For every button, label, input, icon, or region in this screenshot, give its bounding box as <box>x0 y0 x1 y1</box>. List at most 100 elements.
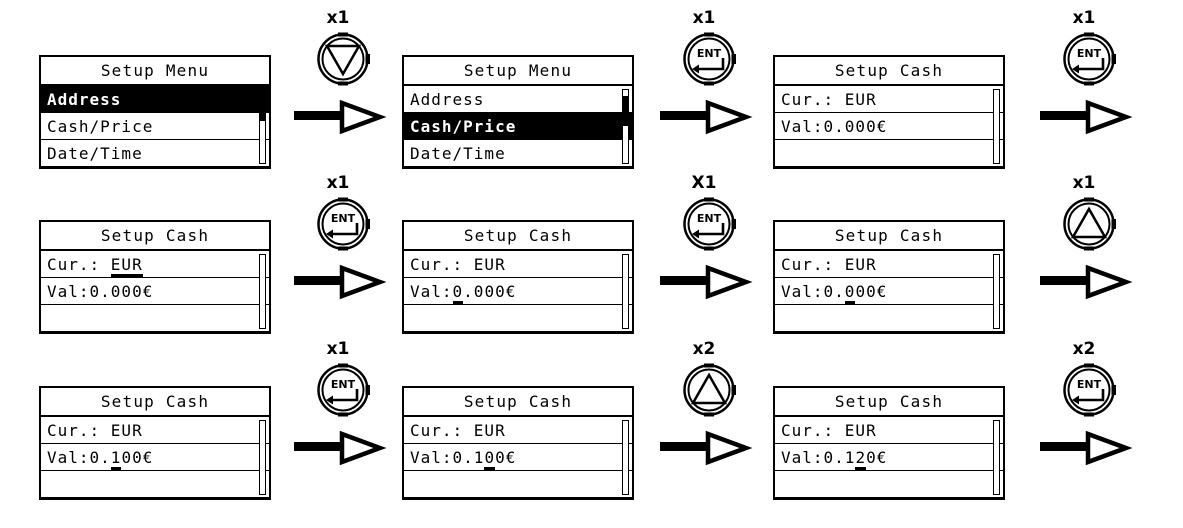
lcd-row[interactable]: Cash/Price <box>41 113 269 140</box>
enter-button-icon[interactable]: ENT <box>682 32 736 86</box>
lcd-row-selected[interactable]: Address <box>41 86 269 113</box>
lcd-row[interactable]: Cur.: EUR <box>41 251 269 278</box>
press-count-label: x2 <box>692 339 716 359</box>
lcd-row[interactable]: Val:0.000€ <box>775 278 1003 305</box>
action-step-7: x1 ENT <box>286 339 390 504</box>
lcd-row[interactable]: Cur.: EUR <box>404 251 632 278</box>
flow-arrow-icon <box>660 99 753 135</box>
lcd-row-empty[interactable] <box>404 305 632 332</box>
lcd-title: Setup Menu <box>404 57 632 86</box>
lcd-scrollbar[interactable] <box>622 89 629 164</box>
lcd-row[interactable]: Date/Time <box>41 140 269 167</box>
lcd-row-selected[interactable]: Cash/Price <box>404 113 632 140</box>
cursor-underline: 0 <box>844 282 856 304</box>
svg-text:ENT: ENT <box>697 47 722 60</box>
lcd-row-empty[interactable] <box>404 471 632 498</box>
flow-arrow-icon <box>294 99 387 135</box>
lcd-scrollbar[interactable] <box>993 89 1000 164</box>
arrow-down-button-icon[interactable] <box>316 32 370 86</box>
lcd-scrollbar-thumb[interactable] <box>623 95 628 127</box>
lcd-row[interactable]: Cur.: EUR <box>775 251 1003 278</box>
lcd-title: Setup Cash <box>41 388 269 417</box>
lcd-scrollbar[interactable] <box>622 254 629 329</box>
svg-text:ENT: ENT <box>1077 47 1102 60</box>
enter-button-icon[interactable]: ENT <box>316 197 370 251</box>
lcd-row[interactable]: Val:0.000€ <box>775 113 1003 140</box>
lcd-row[interactable]: Val:0.100€ <box>41 444 269 471</box>
press-count-label: x1 <box>326 173 350 193</box>
lcd-row-empty[interactable] <box>775 140 1003 167</box>
lcd-row[interactable]: Cur.: EUR <box>775 417 1003 444</box>
lcd-row[interactable]: Date/Time <box>404 140 632 167</box>
action-step-9: x2 ENT <box>1032 339 1136 504</box>
lcd-title: Setup Cash <box>775 222 1003 251</box>
action-step-8: x2 <box>652 339 756 504</box>
press-count-label: x1 <box>692 8 716 28</box>
enter-button-icon[interactable]: ENT <box>316 363 370 417</box>
lcd-scrollbar[interactable] <box>259 420 266 495</box>
lcd-row-empty[interactable] <box>775 471 1003 498</box>
cursor-underline: 0 <box>484 448 496 470</box>
lcd-row[interactable]: Address <box>404 86 632 113</box>
svg-text:ENT: ENT <box>697 212 722 225</box>
arrow-up-button-icon[interactable] <box>1062 197 1116 251</box>
lcd-row[interactable]: Cur.: EUR <box>775 86 1003 113</box>
enter-button-icon[interactable]: ENT <box>1062 32 1116 86</box>
svg-text:ENT: ENT <box>1077 378 1102 391</box>
flow-arrow-icon <box>1040 264 1133 300</box>
lcd-title: Setup Cash <box>404 222 632 251</box>
svg-text:ENT: ENT <box>331 212 356 225</box>
lcd-title: Setup Cash <box>775 57 1003 86</box>
flow-arrow-icon <box>1040 99 1133 135</box>
enter-button-icon[interactable]: ENT <box>1062 363 1116 417</box>
lcd-row-empty[interactable] <box>775 305 1003 332</box>
lcd-title: Setup Menu <box>41 57 269 86</box>
press-count-label: X1 <box>691 173 717 193</box>
cursor-underline: EUR <box>110 255 143 277</box>
lcd-row[interactable]: Cur.: EUR <box>41 417 269 444</box>
lcd-scrollbar[interactable] <box>259 254 266 329</box>
lcd-scrollbar[interactable] <box>259 89 266 164</box>
lcd-row-empty[interactable] <box>41 305 269 332</box>
lcd-scrollbar-thumb[interactable] <box>260 90 265 121</box>
flow-arrow-icon <box>1040 430 1133 466</box>
lcd-row[interactable]: Cur.: EUR <box>404 417 632 444</box>
lcd-row[interactable]: Val:0.000€ <box>404 278 632 305</box>
press-count-label: x1 <box>326 8 350 28</box>
enter-button-icon[interactable]: ENT <box>682 197 736 251</box>
action-step-1: x1 <box>286 8 390 173</box>
arrow-up-button-icon[interactable] <box>682 363 736 417</box>
flow-arrow-icon <box>294 264 387 300</box>
lcd-scrollbar[interactable] <box>993 420 1000 495</box>
svg-text:ENT: ENT <box>331 378 356 391</box>
lcd-scrollbar[interactable] <box>993 254 1000 329</box>
lcd-row-empty[interactable] <box>41 471 269 498</box>
press-count-label: x1 <box>1072 8 1096 28</box>
lcd-row[interactable]: Val:0.100€ <box>404 444 632 471</box>
lcd-row[interactable]: Val:0.000€ <box>41 278 269 305</box>
lcd-scrollbar[interactable] <box>622 420 629 495</box>
lcd-row[interactable]: Val:0.120€ <box>775 444 1003 471</box>
